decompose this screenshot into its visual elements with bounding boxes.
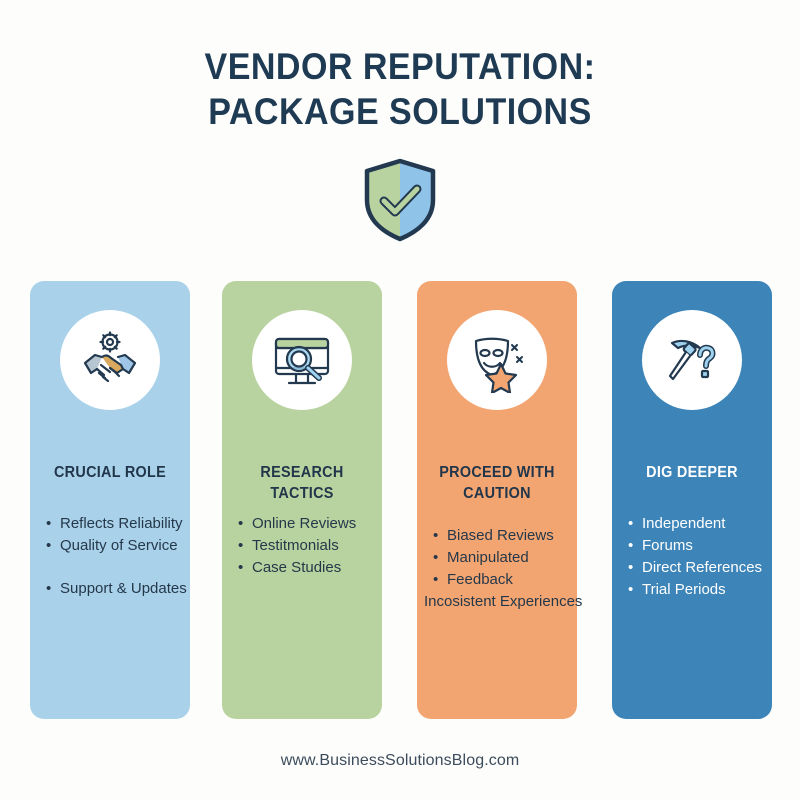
cards-row: CRUCIAL ROLE Reflects Reliability Qualit…	[0, 281, 800, 721]
footer-url[interactable]: www.BusinessSolutionsBlog.com	[280, 752, 520, 769]
page-title-line-1: VENDOR REPUTATION:	[204, 46, 596, 87]
handshake-gear-icon	[83, 331, 137, 383]
card-heading-3: PROCEED WITH CAUTION	[439, 464, 555, 502]
list-item: Quality of Service	[44, 535, 182, 557]
shield-check-icon	[364, 158, 436, 242]
hero-icon-container	[0, 158, 800, 247]
list-item: Testitmonials	[236, 535, 374, 557]
list-item: Online Reviews	[236, 513, 374, 535]
list-item: Manipulated	[431, 547, 569, 569]
card-research-tactics[interactable]: RESEARCH TACTICS Online Reviews Testitmo…	[222, 281, 382, 719]
icon-circle-3	[447, 310, 547, 410]
card-bullets-2: Online Reviews Testitmonials Case Studie…	[236, 513, 374, 579]
list-item: Forums	[626, 535, 764, 557]
card-heading-4: DIG DEEPER	[646, 464, 738, 481]
icon-circle-2	[252, 310, 352, 410]
page-title: VENDOR REPUTATION: PACKAGE SOLUTIONS	[0, 44, 800, 134]
theater-mask-star-icon	[474, 337, 523, 393]
list-item: Reflects Reliability	[44, 513, 183, 535]
icon-circle-1	[60, 310, 160, 410]
page-title-line-2: PACKAGE SOLUTIONS	[208, 91, 592, 132]
monitor-magnifier-icon	[274, 337, 330, 385]
list-item: Feedback	[431, 569, 569, 591]
list-item: Trial Periods	[626, 579, 764, 601]
card-bullets-3: Biased Reviews Manipulated Feedback Inco…	[424, 525, 582, 613]
list-item: Biased Reviews	[431, 525, 569, 547]
card-crucial-role[interactable]: CRUCIAL ROLE Reflects Reliability Qualit…	[30, 281, 190, 719]
list-item: Direct References	[626, 557, 764, 579]
list-item: Support & Updates	[44, 578, 187, 600]
list-item: Independent	[626, 513, 764, 535]
card-heading-2: RESEARCH TACTICS	[260, 464, 344, 502]
pickaxe-question-icon	[668, 339, 716, 381]
card-dig-deeper[interactable]: DIG DEEPER Independent Forums Direct Ref…	[612, 281, 772, 719]
card-bullets-1: Reflects Reliability Quality of Service …	[44, 513, 187, 600]
card-proceed-with-caution[interactable]: PROCEED WITH CAUTION Biased Reviews Mani…	[417, 281, 582, 719]
list-item: Case Studies	[236, 557, 374, 579]
list-item: Incosistent Experiences	[424, 593, 583, 610]
icon-circle-4	[642, 310, 742, 410]
card-bullets-4: Independent Forums Direct References Tri…	[626, 513, 764, 601]
card-heading-1: CRUCIAL ROLE	[53, 464, 167, 481]
